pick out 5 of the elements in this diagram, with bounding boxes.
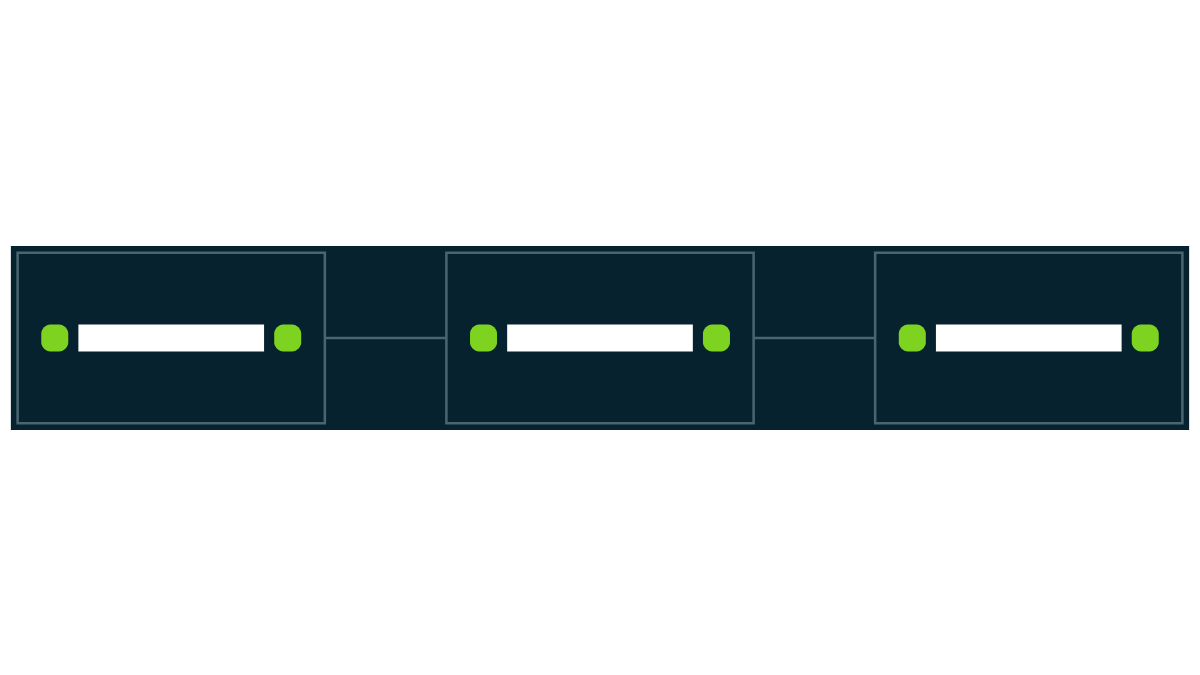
- connector: [753, 336, 876, 339]
- node-box: [445, 251, 755, 424]
- connector: [324, 336, 447, 339]
- node-box: [873, 251, 1184, 424]
- node-box: [16, 251, 327, 424]
